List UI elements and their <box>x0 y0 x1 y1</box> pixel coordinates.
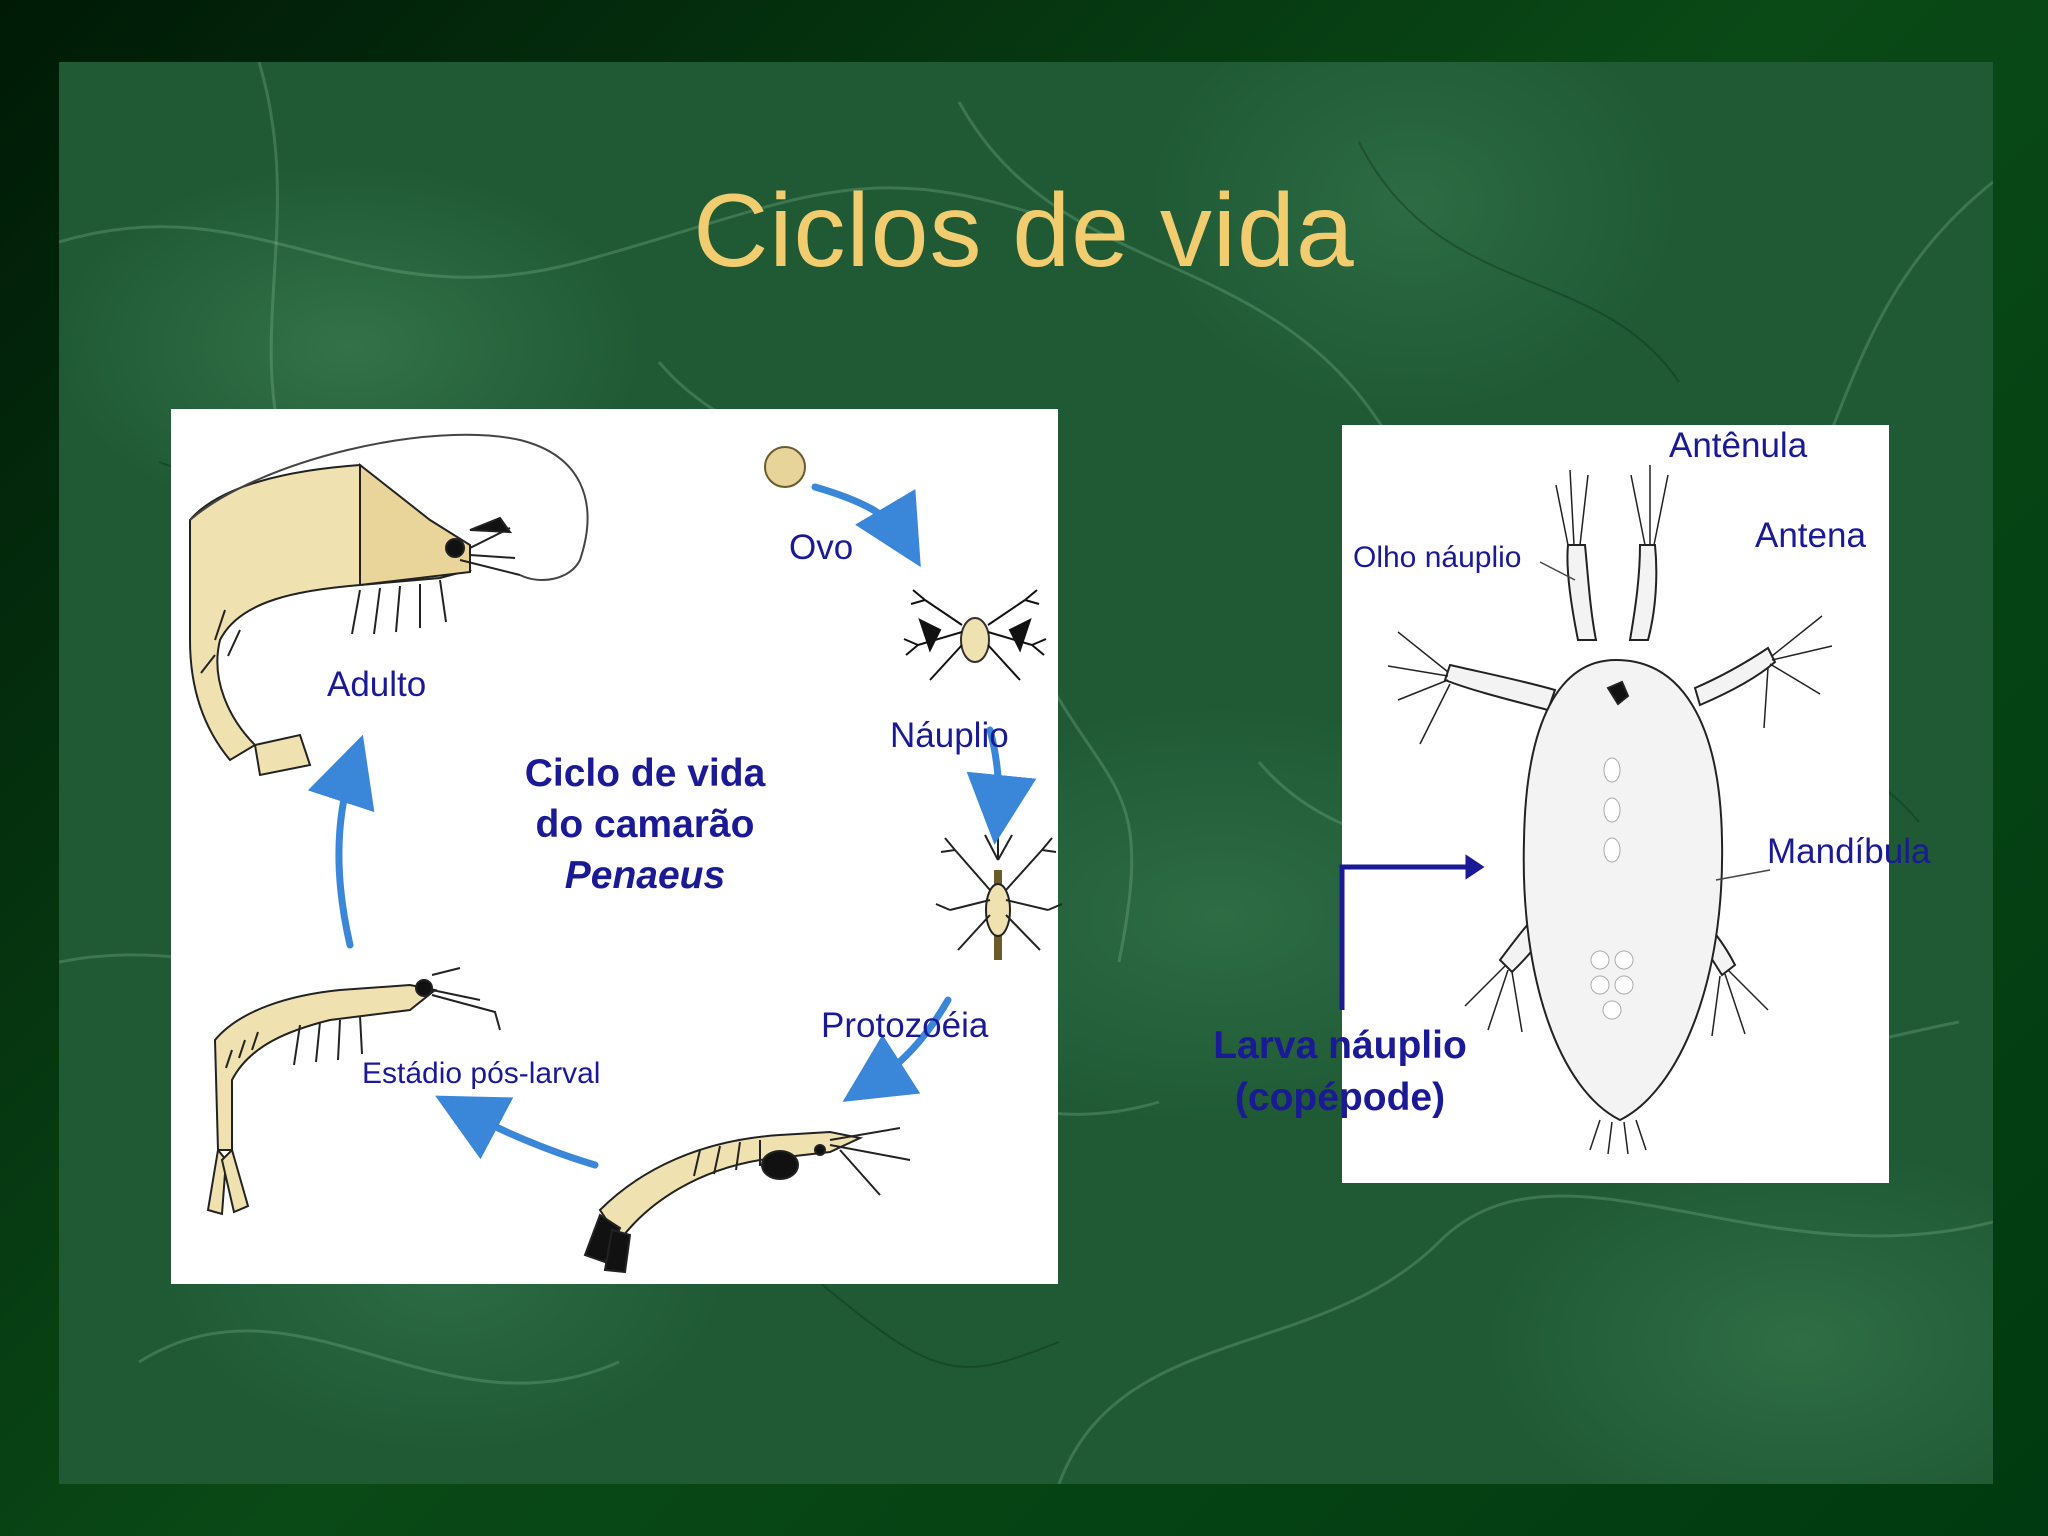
stage-label-nauplio: Náuplio <box>890 716 1009 755</box>
label-mandibula: Mandíbula <box>1767 832 1931 871</box>
slide-title: Ciclos de vida <box>693 173 1355 289</box>
nauplius-caption-line-2: (copépode) <box>1234 1076 1446 1119</box>
cycle-title-line-1: Ciclo de vida <box>524 752 766 795</box>
cycle-center-title: Ciclo de vida do camarão Penaeus <box>455 748 835 901</box>
stage-label-protozoeia: Protozoéia <box>821 1006 989 1045</box>
nauplius-caption: Larva náuplio (copépode) <box>1150 1020 1530 1124</box>
label-antenula: Antênula <box>1669 426 1808 465</box>
label-antena: Antena <box>1755 516 1866 555</box>
stage-label-ovo: Ovo <box>789 528 854 567</box>
cycle-title-line-3: Penaeus <box>564 854 726 897</box>
stage-label-adulto: Adulto <box>327 665 427 704</box>
stage-label-pos-larval: Estádio pós-larval <box>362 1057 601 1090</box>
cycle-title-line-2: do camarão <box>535 803 755 846</box>
label-olho-nauplio: Olho náuplio <box>1353 541 1522 574</box>
nauplius-caption-line-1: Larva náuplio <box>1213 1024 1467 1067</box>
